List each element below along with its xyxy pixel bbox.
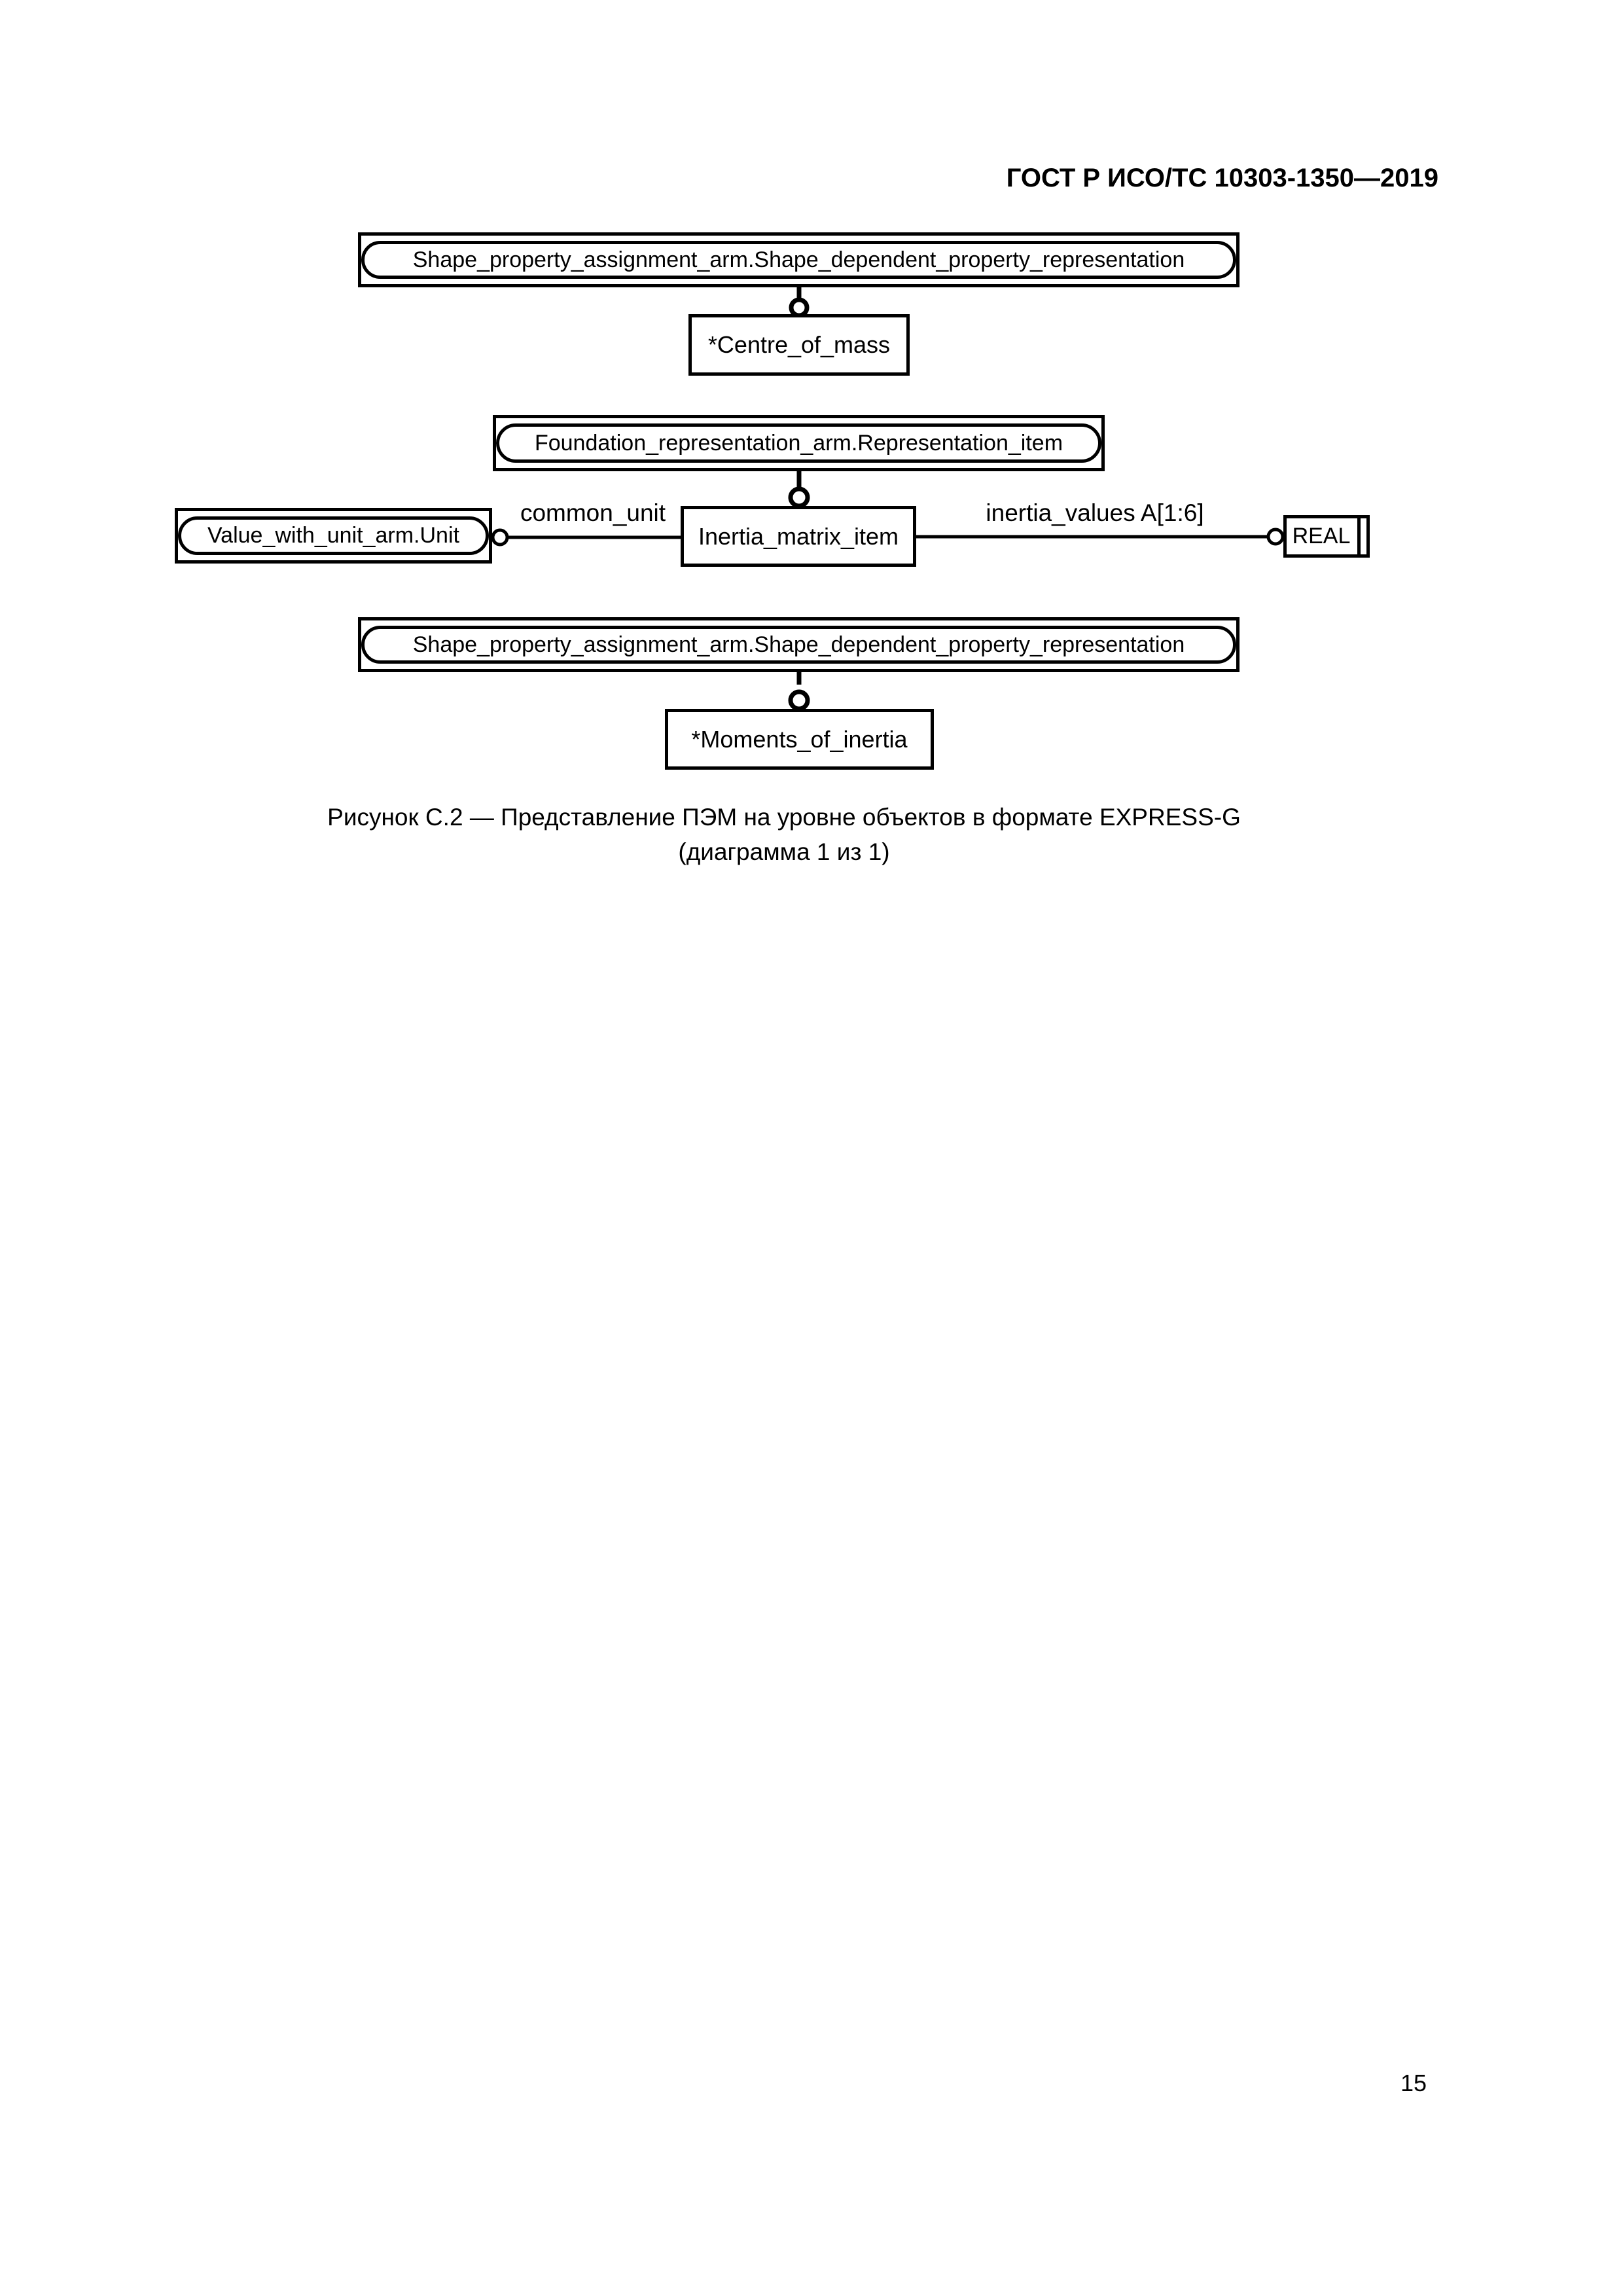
- simple-type-double-bar: [1357, 518, 1361, 554]
- page-reference-oval: Foundation_representation_arm.Representa…: [496, 423, 1101, 463]
- node-centre-of-mass: *Centre_of_mass: [688, 314, 910, 376]
- circle-connector-moments-of-inertia: [788, 689, 810, 711]
- edge-label-inertia-values: inertia_values A[1:6]: [986, 499, 1204, 526]
- node-label: Value_with_unit_arm.Unit: [207, 523, 459, 548]
- circle-connector-centre-of-mass: [789, 297, 810, 318]
- node-inertia-matrix-item: Inertia_matrix_item: [681, 506, 916, 567]
- page-number: 15: [1400, 2070, 1427, 2096]
- node-label: Shape_property_assignment_arm.Shape_depe…: [412, 247, 1185, 272]
- node-label: Foundation_representation_arm.Representa…: [534, 430, 1063, 456]
- node-shape-dependent-property-representation-ref-top: Shape_property_assignment_arm.Shape_depe…: [358, 232, 1240, 287]
- node-label: Shape_property_assignment_arm.Shape_depe…: [412, 632, 1185, 657]
- node-value-with-unit-ref: Value_with_unit_arm.Unit: [175, 508, 492, 564]
- page-reference-oval: Shape_property_assignment_arm.Shape_depe…: [361, 241, 1236, 279]
- circle-connector-inertia-matrix-item: [788, 486, 810, 509]
- page-reference-oval: Value_with_unit_arm.Unit: [178, 516, 489, 555]
- node-label: *Moments_of_inertia: [691, 725, 908, 753]
- page-header: ГОСТ Р ИСО/ТС 10303-1350—2019: [1006, 164, 1438, 192]
- figure-caption-line1: Рисунок С.2 — Представление ПЭМ на уровн…: [327, 804, 1241, 831]
- node-representation-item-ref: Foundation_representation_arm.Representa…: [493, 415, 1105, 471]
- node-label: REAL: [1292, 524, 1351, 548]
- node-label: *Centre_of_mass: [707, 331, 891, 358]
- circle-connector-real: [1266, 528, 1285, 546]
- figure-caption-line2: (диаграмма 1 из 1): [678, 838, 890, 865]
- node-real-type: REAL: [1283, 515, 1370, 558]
- node-label: Inertia_matrix_item: [698, 522, 899, 550]
- edge-label-common-unit: common_unit: [520, 499, 666, 526]
- figure-caption: Рисунок С.2 — Представление ПЭМ на уровн…: [0, 800, 1568, 869]
- node-moments-of-inertia: *Moments_of_inertia: [665, 709, 934, 770]
- page-reference-oval: Shape_property_assignment_arm.Shape_depe…: [361, 626, 1236, 664]
- node-shape-dependent-property-representation-ref-bottom: Shape_property_assignment_arm.Shape_depe…: [358, 617, 1240, 672]
- circle-connector-common-unit: [491, 528, 509, 547]
